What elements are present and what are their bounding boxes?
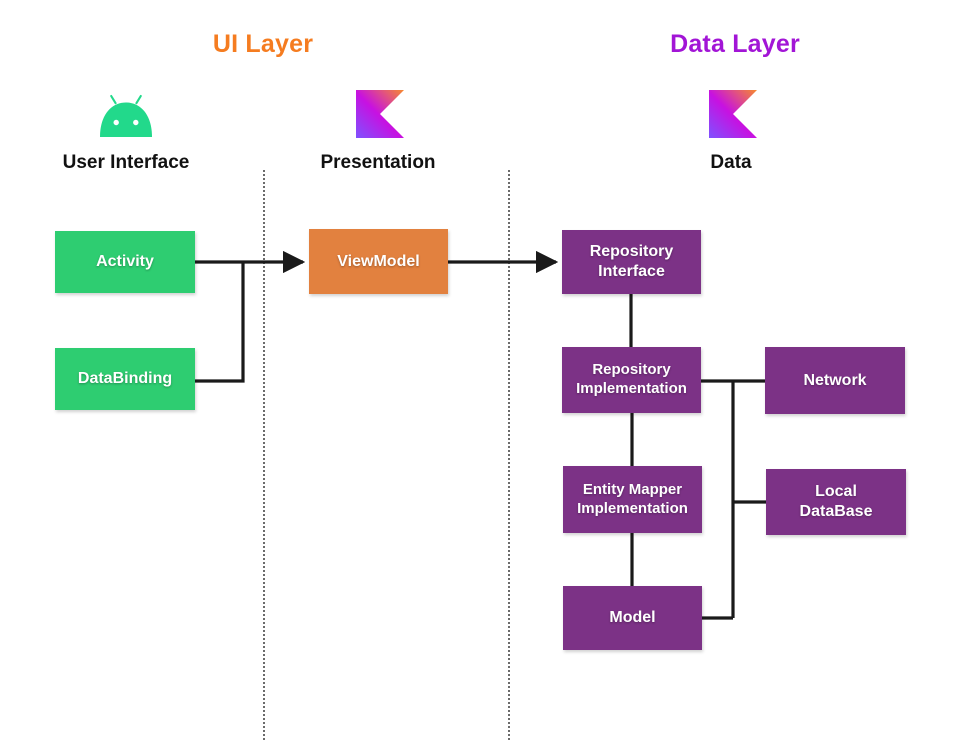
node-label-line1: Entity Mapper bbox=[582, 480, 683, 498]
node-label: Model bbox=[609, 609, 656, 626]
node-label-line1: Repository bbox=[589, 243, 674, 260]
node-label-line1: Local bbox=[815, 483, 857, 500]
node-entity-mapper-implementation[interactable]: Entity Mapper Implementation bbox=[563, 466, 702, 533]
divider-presentation-data bbox=[508, 170, 510, 740]
node-viewmodel[interactable]: ViewModel bbox=[309, 229, 448, 294]
column-caption-data: Data bbox=[710, 152, 752, 173]
node-network[interactable]: Network bbox=[765, 347, 905, 414]
node-label: DataBinding bbox=[77, 370, 173, 387]
node-label-line2: Interface bbox=[598, 263, 665, 280]
node-label-line2: DataBase bbox=[799, 503, 873, 520]
node-label: ViewModel bbox=[337, 252, 420, 270]
node-model[interactable]: Model bbox=[563, 586, 702, 650]
node-label: Local DataBase bbox=[800, 482, 873, 522]
node-activity[interactable]: Activity bbox=[55, 231, 195, 293]
divider-ui-presentation bbox=[263, 170, 265, 740]
node-repository-interface[interactable]: Repository Interface bbox=[562, 230, 701, 294]
node-label: Repository Implementation bbox=[576, 361, 687, 399]
node-local-database[interactable]: Local DataBase bbox=[766, 469, 906, 535]
node-label-line2: Implementation bbox=[577, 499, 688, 517]
kotlin-logo-icon bbox=[356, 90, 404, 138]
node-label: Entity Mapper Implementation bbox=[577, 481, 688, 519]
column-caption-user-interface: User Interface bbox=[62, 152, 190, 173]
kotlin-logo-icon bbox=[709, 90, 757, 138]
node-label: Activity bbox=[96, 253, 154, 270]
android-logo-icon bbox=[98, 92, 154, 138]
node-repository-implementation[interactable]: Repository Implementation bbox=[562, 347, 701, 413]
node-databinding[interactable]: DataBinding bbox=[55, 348, 195, 410]
node-label-line2: Implementation bbox=[576, 380, 687, 397]
ui-layer-title: UI Layer bbox=[212, 30, 314, 58]
node-label: Repository Interface bbox=[590, 242, 674, 282]
node-label: Network bbox=[803, 371, 867, 389]
column-caption-presentation: Presentation bbox=[320, 152, 436, 173]
node-label-line1: Repository bbox=[592, 361, 671, 379]
data-layer-title: Data Layer bbox=[670, 30, 800, 58]
